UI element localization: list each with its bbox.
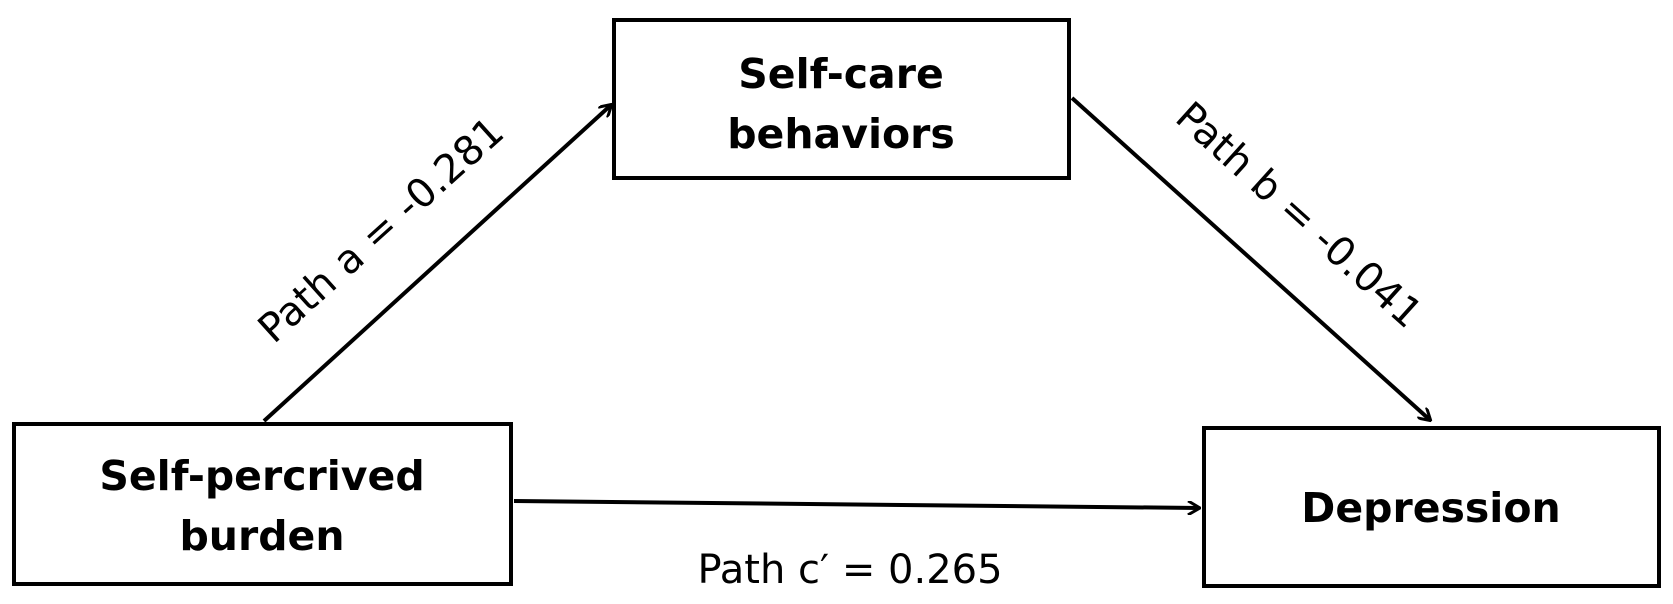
predictor-node: Self-percrived burden: [12, 422, 513, 586]
path-a-arrow: [262, 105, 611, 423]
mediator-label-line2: behaviors: [727, 110, 955, 158]
predictor-label-line2: burden: [179, 512, 344, 560]
path-c-prime-label: Path c′ = 0.265: [697, 547, 1002, 593]
outcome-node: Depression: [1202, 426, 1661, 588]
path-c-prime-arrow: [513, 499, 1199, 508]
outcome-label: Depression: [1301, 484, 1560, 532]
mediator-label-line1: Self-care: [738, 50, 944, 98]
path-b-arrow: [1070, 96, 1430, 420]
mediator-node: Self-care behaviors: [612, 18, 1071, 180]
predictor-label-line1: Self-percrived: [99, 452, 424, 500]
